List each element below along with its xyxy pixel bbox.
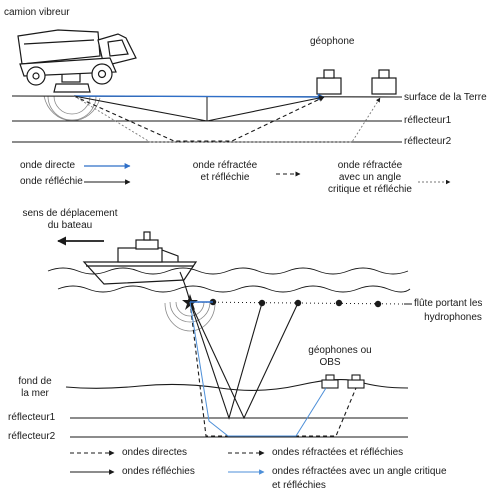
wave-paths-bottom bbox=[189, 301, 357, 437]
source-ripples-bottom bbox=[164, 301, 216, 332]
seafloor-label-1: fond de bbox=[18, 376, 52, 387]
hydrophone-streamer bbox=[189, 298, 412, 308]
reflector1-label-top: réflecteur1 bbox=[404, 115, 452, 126]
hydrophone-dot bbox=[335, 299, 343, 307]
boat-direction-label-2: du bateau bbox=[47, 220, 93, 231]
legend-direct-label-top: onde directe bbox=[20, 160, 76, 171]
legend-symbols-bottom bbox=[70, 450, 265, 475]
reflector1-label-bottom: réflecteur1 bbox=[8, 412, 56, 423]
legend-reflected-label-top: onde réfléchie bbox=[20, 176, 83, 187]
legend-reflected-label-bottom: ondes réfléchies bbox=[122, 466, 195, 477]
geophone-icons-top bbox=[316, 69, 397, 95]
geophone-label: géophone bbox=[310, 36, 355, 47]
legend-critical-label-top-3: critique et réfléchie bbox=[328, 184, 412, 195]
legend-critical-label-bottom-1: ondes réfractées avec un angle critique bbox=[272, 466, 447, 477]
legend-refracted-label-bottom: ondes réfractées et réfléchies bbox=[272, 447, 404, 458]
obs-label-1: géophones ou bbox=[308, 345, 372, 356]
reflector2-label-top: réflecteur2 bbox=[404, 136, 452, 147]
vibrator-truck-icon bbox=[17, 29, 137, 93]
legend-refracted-label-top-2: et réfléchie bbox=[200, 172, 250, 183]
boat-icon bbox=[82, 231, 198, 285]
legend-direct-label-bottom: ondes directes bbox=[122, 447, 188, 458]
reflector2-label-bottom: réflecteur2 bbox=[8, 431, 56, 442]
surface-label: surface de la Terre bbox=[404, 92, 487, 103]
streamer-label-1: flûte portant les bbox=[414, 298, 483, 309]
legend-refracted-label-top-1: onde réfractée bbox=[192, 160, 258, 171]
hydrophone-dot bbox=[374, 300, 382, 308]
obs-icons bbox=[321, 374, 365, 389]
obs-label-2: OBS bbox=[319, 357, 341, 368]
vibrator-truck-label: camion vibreur bbox=[4, 7, 70, 18]
sea-surface bbox=[47, 267, 411, 293]
streamer-label-2: hydrophones bbox=[424, 312, 482, 323]
wave-paths-top bbox=[73, 93, 381, 143]
legend-critical-label-bottom-2: et réfléchies bbox=[272, 480, 326, 491]
seafloor-label-2: la mer bbox=[21, 388, 49, 399]
boat-direction-label-1: sens de déplacement bbox=[22, 208, 118, 219]
legend-critical-label-top-1: onde réfractée bbox=[337, 160, 403, 171]
seabed-reflectors bbox=[70, 417, 408, 438]
legend-critical-label-top-2: avec un angle bbox=[338, 172, 402, 183]
